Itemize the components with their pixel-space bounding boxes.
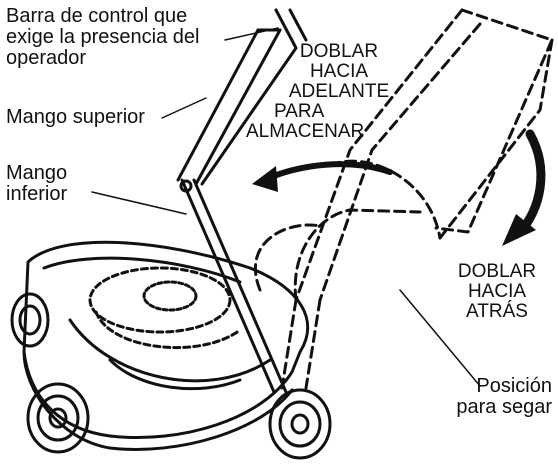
label-control-bar-line3: operador [6, 47, 87, 69]
label-mowing-position: Posición para segar [420, 376, 552, 418]
label-mowing-position-line1: Posición [476, 375, 552, 397]
arrow-fold-back [502, 129, 546, 246]
callout-fold-back-line3: ATRÁS [466, 301, 528, 322]
deck-rim [42, 256, 242, 284]
handle-mowing-position [253, 8, 554, 390]
leader-upper-handle [161, 97, 207, 119]
callout-fold-back: DOBLAR HACIA ATRÁS [452, 262, 542, 322]
label-control-bar-line2: exige la presencia del [6, 26, 200, 48]
label-lower-handle: Mango inferior [6, 163, 67, 205]
label-lower-handle-line1: Mango [6, 162, 68, 184]
front-wheel [26, 382, 90, 454]
arrow-fold-forward [252, 161, 393, 192]
callout-fold-forward-line1: DOBLAR [299, 41, 379, 62]
callout-fold-forward-line2: HACIA [309, 61, 369, 82]
rear-wheel [268, 388, 332, 460]
engine-cover [94, 310, 242, 349]
leader-lower-handle [91, 191, 187, 215]
upper-handle [176, 28, 282, 193]
deck-skirt [22, 350, 294, 451]
mower-deck [22, 240, 310, 440]
callout-fold-forward: DOBLAR HACIA ADELANTE PARA ALMACENAR [246, 41, 410, 142]
front-wheel-left [10, 292, 50, 348]
leader-control-bar [224, 27, 279, 41]
control-bar [200, 8, 308, 186]
engine-housing [88, 266, 232, 334]
callout-fold-back-line1: DOBLAR [457, 261, 537, 282]
leader-mowing-position [399, 289, 481, 387]
label-control-bar-line1: Barra de control que [6, 5, 188, 27]
deck-rib-inner [108, 358, 242, 391]
lower-handle [180, 178, 288, 394]
engine-cap [142, 280, 198, 312]
callout-fold-forward-line3: ADELANTE [288, 81, 390, 102]
label-lower-handle-line2: inferior [6, 183, 68, 205]
callout-fold-forward-line5: ALMACENAR [246, 121, 365, 142]
label-control-bar: Barra de control que exige la presencia … [6, 6, 199, 69]
deck-rib [68, 318, 272, 383]
callout-fold-forward-line4: PARA [274, 101, 325, 122]
label-mowing-position-line2: para segar [456, 396, 552, 418]
label-upper-handle: Mango superior [6, 106, 145, 128]
callout-fold-back-line2: HACIA [467, 281, 527, 302]
